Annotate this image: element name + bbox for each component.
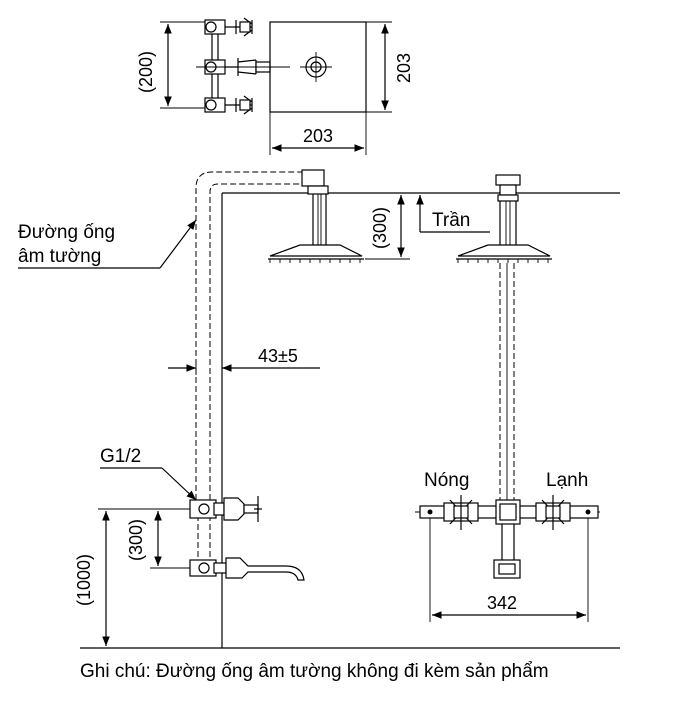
tub-spout	[225, 557, 305, 581]
shower-head-plate	[269, 21, 367, 113]
spout-front	[493, 559, 521, 579]
dim-mixer-width: 342	[487, 593, 517, 613]
hot-handle	[443, 495, 479, 530]
dim-arm-drop: (300)	[370, 207, 390, 249]
top-view: (200) 203 203	[136, 17, 414, 155]
dim-mixer-to-spout: (300)	[126, 519, 146, 561]
dim-floor-height: (1000)	[74, 554, 94, 606]
label-thread: G1/2	[100, 446, 141, 467]
shower-head-front	[457, 244, 551, 257]
label-hot: Nóng	[424, 470, 469, 491]
dim-top-view-height: (200)	[136, 51, 156, 93]
shower-head	[269, 244, 363, 257]
dim-top-plate-height: 203	[394, 53, 414, 83]
side-view: (300) Trần Đường ống âm tường 43±5 G1/2	[18, 169, 620, 649]
label-cold: Lạnh	[546, 470, 588, 491]
dim-top-plate-width: 203	[303, 126, 333, 146]
dim-wall-offset: 43±5	[258, 346, 298, 366]
footnote: Ghi chú: Đường ống âm tường không đi kèm…	[80, 661, 549, 682]
front-view: Nóng Lạnh 342	[415, 174, 600, 622]
label-wall-pipe-2: âm tường	[18, 246, 101, 267]
label-ceiling: Trần	[432, 210, 470, 231]
cold-handle	[535, 495, 571, 530]
label-wall-pipe-1: Đường ống	[18, 222, 115, 243]
